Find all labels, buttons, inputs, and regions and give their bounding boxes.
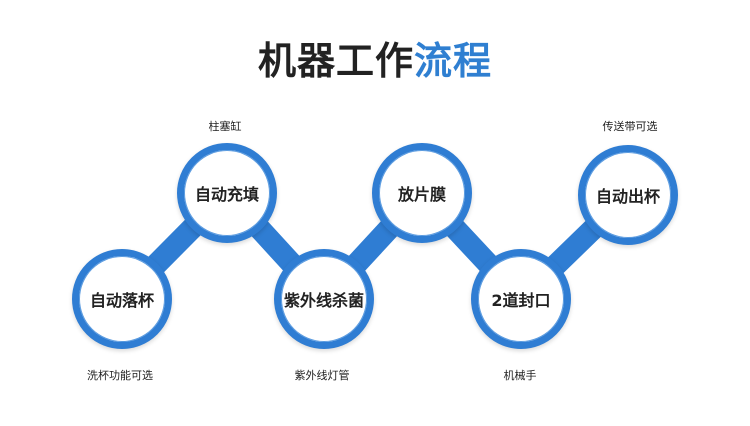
step-label: 自动出杯 (595, 187, 660, 206)
step-uv-sterilize: 紫外线杀菌 (274, 249, 374, 349)
step-double-seal: 2道封口 (471, 249, 571, 349)
page-title: 机器工作流程 (0, 30, 750, 85)
note-plunger: 柱塞缸 (208, 120, 242, 133)
step-auto-fill: 自动充填 (177, 143, 277, 243)
step-label: 紫外线杀菌 (283, 291, 364, 310)
step-label: 自动落杯 (89, 291, 154, 310)
step-label: 2道封口 (491, 291, 551, 310)
note-conveyor: 传送带可选 (602, 120, 658, 133)
note-manipulator: 机械手 (503, 369, 537, 382)
step-auto-cup-drop: 自动落杯 (72, 249, 172, 349)
step-auto-cup-out: 自动出杯 (578, 145, 678, 245)
title-main: 机器工作 (257, 39, 414, 83)
note-uv-lamp: 紫外线灯管 (294, 369, 350, 382)
note-cup-wash: 洗杯功能可选 (87, 369, 153, 382)
step-film-place: 放片膜 (372, 143, 472, 243)
step-label: 自动充填 (194, 185, 259, 204)
step-label: 放片膜 (397, 185, 446, 204)
title-highlight: 流程 (414, 39, 493, 83)
